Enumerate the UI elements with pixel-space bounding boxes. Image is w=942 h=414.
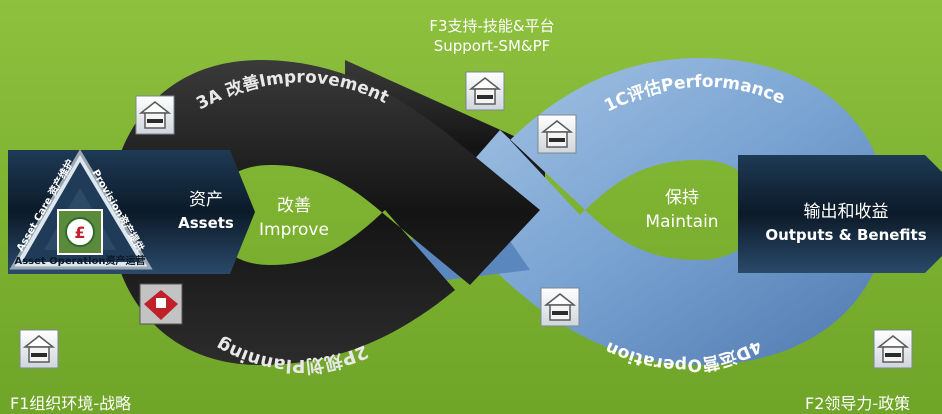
corner-f1-label: F1组织环境-战略	[10, 394, 132, 413]
maintain-cn: 保持	[665, 188, 699, 208]
improve-cn: 改善	[277, 196, 311, 216]
house-icon	[540, 287, 580, 327]
asset-triangle-logo	[9, 149, 153, 270]
assets-label: 资产 Assets	[168, 188, 244, 234]
outputs-en: Outputs & Benefits	[765, 226, 927, 244]
outputs-label: 输出和收益 Outputs & Benefits	[752, 200, 940, 246]
assets-cn: 资产	[189, 190, 223, 210]
maintain-en: Maintain	[645, 212, 719, 232]
house-icon	[19, 329, 59, 369]
house-icon	[135, 95, 175, 135]
outputs-block-shape	[738, 155, 942, 273]
assets-en: Assets	[178, 214, 234, 232]
house-icon	[873, 329, 913, 369]
improve-label: 改善 Improve	[248, 194, 340, 242]
support-cn: F3支持-技能&平台	[429, 17, 555, 35]
planning-icon	[139, 283, 183, 325]
house-icon	[465, 71, 505, 111]
triangle-center-symbol: £	[74, 223, 85, 242]
support-label: F3支持-技能&平台 Support-SM&PF	[392, 16, 592, 56]
outputs-cn: 输出和收益	[803, 202, 889, 222]
loop-dark-ring	[110, 60, 540, 365]
house-icon	[537, 114, 577, 154]
triangle-asset-operation-label: Asset Operation资产运营	[14, 254, 145, 267]
corner-f2-label: F2领导力-政策	[805, 394, 911, 413]
support-en: Support-SM&PF	[433, 37, 551, 55]
improve-en: Improve	[259, 220, 329, 240]
maintain-label: 保持 Maintain	[632, 186, 732, 234]
